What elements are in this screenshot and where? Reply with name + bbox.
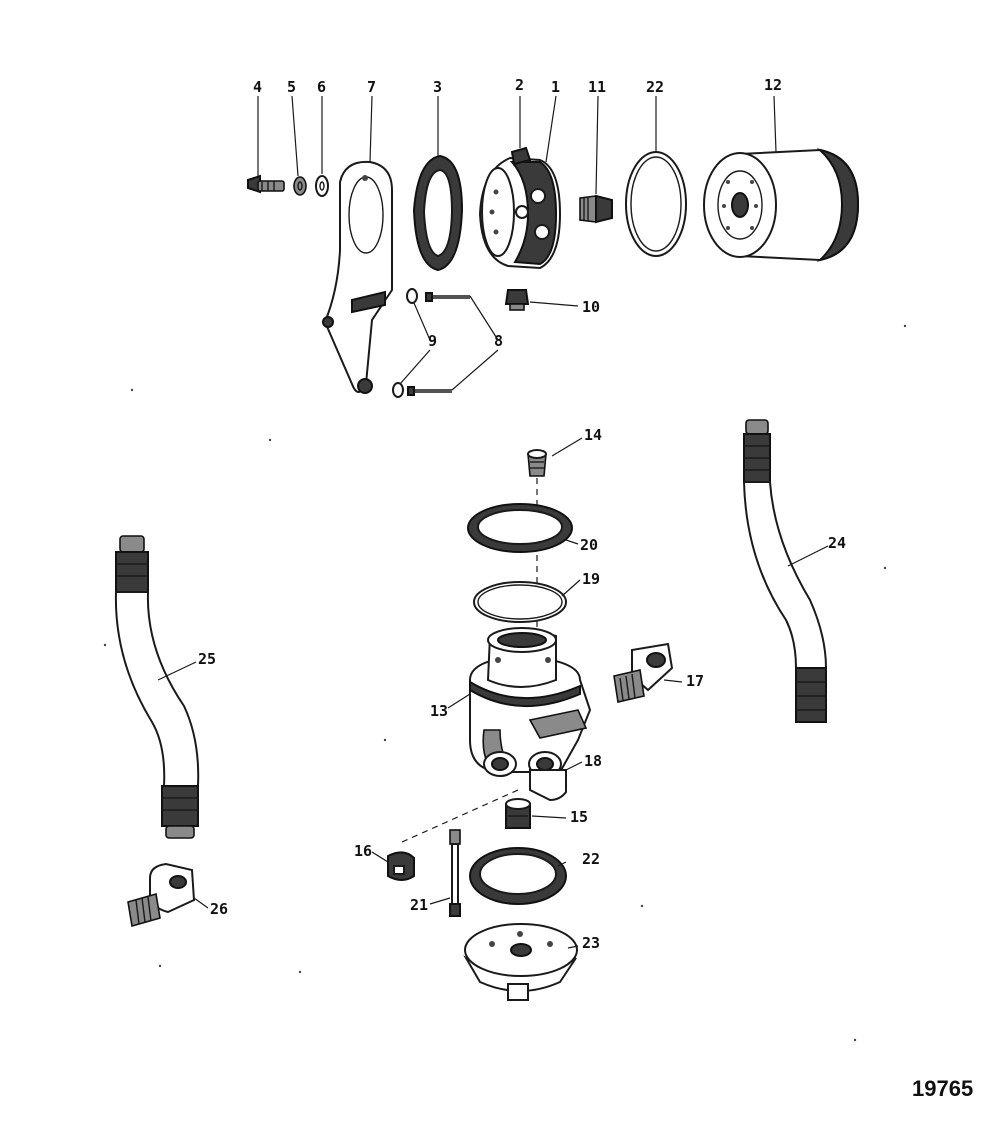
part-15-fitting: [505, 798, 531, 829]
callout-6: 6: [317, 78, 326, 96]
callout-25: 25: [198, 650, 216, 668]
callout-11: 11: [588, 78, 606, 96]
callout-17: 17: [686, 672, 704, 690]
part-5-lockwasher: [293, 176, 307, 196]
callout-18: 18: [584, 752, 602, 770]
part-11-nipple: [579, 194, 613, 224]
part-1-adapter: [478, 156, 562, 270]
callout-1: 1: [551, 78, 560, 96]
callout-12: 12: [764, 76, 782, 94]
part-21-stud: [449, 829, 461, 917]
part-26-adapter: [127, 862, 196, 928]
callout-14: 14: [584, 426, 602, 444]
part-24-hose: [742, 419, 828, 723]
part-23-base: [463, 923, 578, 1001]
callout-7: 7: [367, 78, 376, 96]
callout-22-bottom: 22: [582, 850, 600, 868]
part-18-elbow: [529, 769, 567, 802]
part-3-gasket: [412, 154, 464, 272]
part-19-oring: [473, 581, 567, 623]
callout-10: 10: [582, 298, 600, 316]
callout-3: 3: [433, 78, 442, 96]
part-12-oil-filter: [703, 148, 860, 262]
part-2-fitting: [510, 146, 532, 166]
part-7-bracket: [322, 160, 393, 394]
callout-21: 21: [410, 896, 428, 914]
callout-22-top: 22: [646, 78, 664, 96]
callout-5: 5: [287, 78, 296, 96]
part-25-hose: [114, 535, 200, 839]
part-13-adapter-body: [469, 627, 592, 777]
callout-24: 24: [828, 534, 846, 552]
callout-2: 2: [515, 76, 524, 94]
part-8-screws: [407, 292, 470, 396]
scan-specks: [103, 324, 907, 1042]
part-22-oring-top: [625, 151, 687, 257]
callout-labels: 4 5 6 7 3 2 1 11 22 12 10 8 9 14 20 19 1…: [198, 76, 846, 952]
callout-13: 13: [430, 702, 448, 720]
part-16-plug: [387, 851, 415, 881]
callout-23: 23: [582, 934, 600, 952]
callout-26: 26: [210, 900, 228, 918]
part-20-gasket: [467, 503, 573, 553]
part-10-plug: [504, 289, 530, 311]
callout-4: 4: [253, 78, 262, 96]
part-6-washer: [315, 175, 329, 197]
callout-9: 9: [428, 332, 437, 350]
leader-lines: [157, 95, 829, 949]
callout-19: 19: [582, 570, 600, 588]
callout-20: 20: [580, 536, 598, 554]
part-17-fitting: [613, 642, 674, 703]
part-9-seals: [392, 288, 418, 398]
callout-16: 16: [354, 842, 372, 860]
callout-15: 15: [570, 808, 588, 826]
part-22-oring-bottom: [469, 847, 567, 905]
figure-number: 19765: [912, 1076, 973, 1101]
part-4-bolt: [247, 174, 285, 194]
part-14-check-valve: [527, 449, 547, 477]
callout-8: 8: [494, 332, 503, 350]
